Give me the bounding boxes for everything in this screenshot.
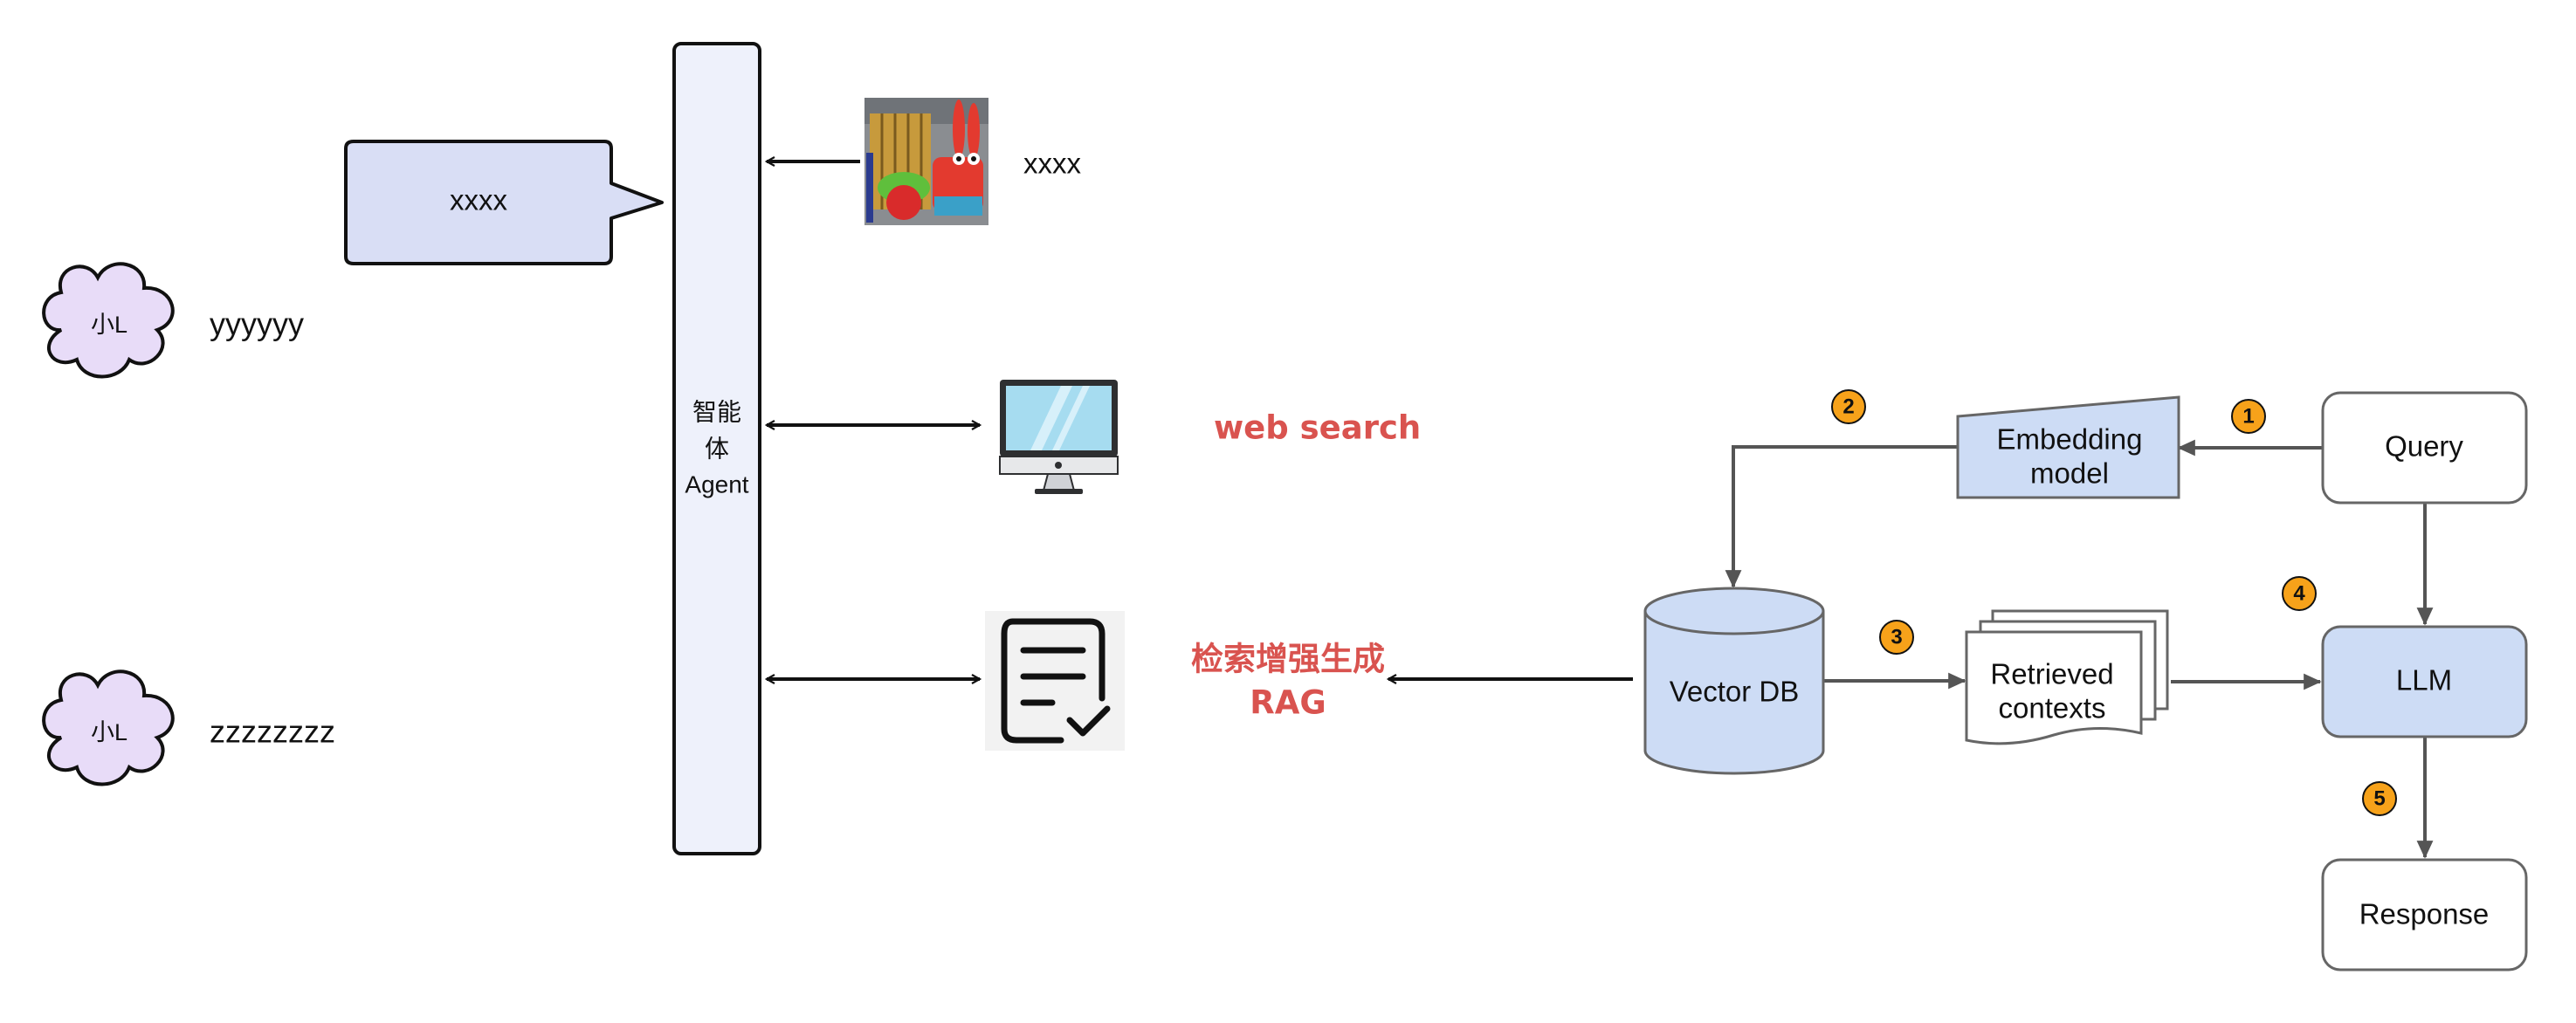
speech-bubble: xxxx xyxy=(344,140,664,265)
retrieved-contexts-docs: Retrieved contexts xyxy=(1965,609,2169,745)
embedding-label-line1: Embedding xyxy=(1997,423,2143,456)
svg-text:2: 2 xyxy=(1842,395,1854,418)
svg-text:5: 5 xyxy=(2373,786,2385,810)
cloud-side-text: zzzzzzzz xyxy=(210,714,335,750)
agent-label-line2: 体 xyxy=(705,435,729,462)
llm-label: LLM xyxy=(2396,664,2452,697)
cloud-label: 小L xyxy=(91,312,127,338)
response-label: Response xyxy=(2359,898,2490,930)
cloud-node-2: 小L xyxy=(42,669,175,786)
retrieved-label-line1: Retrieved xyxy=(1990,658,2113,690)
rag-label-line1: 检索增强生成 xyxy=(1191,641,1385,678)
document-check-icon xyxy=(985,611,1125,751)
agent-box: 智能 体 Agent xyxy=(672,42,761,855)
bubble-text: xxxx xyxy=(450,184,508,216)
rag-label-line2: RAG xyxy=(1250,684,1326,722)
agent-label-line1: 智能 xyxy=(692,398,741,425)
step-badge-4: 4 xyxy=(2282,576,2317,611)
vector-db-label: Vector DB xyxy=(1670,676,1800,708)
query-label: Query xyxy=(2385,430,2463,463)
cloud-label: 小L xyxy=(91,719,127,745)
embedding-to-vectordb-arrow xyxy=(1725,445,1958,588)
monitor-icon xyxy=(999,380,1119,494)
svg-text:4: 4 xyxy=(2293,581,2305,605)
step-badge-5: 5 xyxy=(2362,781,2397,816)
svg-text:1: 1 xyxy=(2242,404,2254,428)
response-box: Response xyxy=(2321,858,2528,972)
query-box: Query xyxy=(2321,391,2528,505)
step-badge-2: 2 xyxy=(1831,389,1866,424)
image-caption: xxxx xyxy=(1023,148,1082,180)
web-search-label: web search xyxy=(1214,409,1421,447)
vector-db-cylinder: Vector DB xyxy=(1643,587,1825,775)
svg-text:3: 3 xyxy=(1891,625,1902,649)
agent-label-line3: Agent xyxy=(685,470,748,498)
embedding-label-line2: model xyxy=(2030,457,2109,490)
embedding-model-box: Embedding model xyxy=(1956,395,2180,499)
step-badge-1: 1 xyxy=(2231,399,2266,434)
piano-crab-illustration xyxy=(864,98,988,225)
cloud-side-text: yyyyyy xyxy=(210,306,304,342)
cloud-node-1: 小L xyxy=(42,262,175,379)
retrieved-label-line2: contexts xyxy=(1999,692,2106,724)
llm-box: LLM xyxy=(2321,625,2528,738)
step-badge-3: 3 xyxy=(1879,620,1914,655)
